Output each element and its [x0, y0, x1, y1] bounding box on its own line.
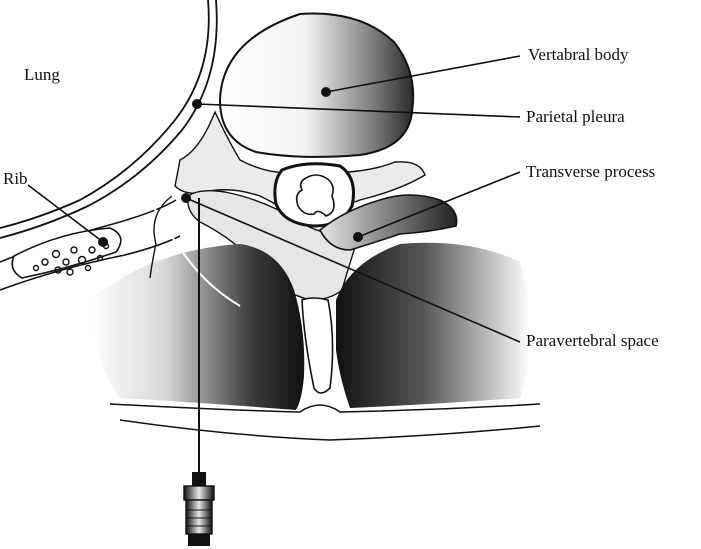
chest-wall-line-lower — [0, 235, 181, 291]
needle-hub — [183, 472, 215, 546]
pleura-inner-line — [0, 0, 218, 239]
paraspinal-muscle-left — [90, 244, 305, 410]
leader-rib — [27, 184, 104, 243]
label-vertebral-body: Vertabral body — [528, 45, 629, 64]
intercostal-curve — [153, 207, 241, 307]
pleura-outer-line — [0, 0, 210, 229]
dot-parietal-pleura — [192, 99, 202, 109]
paravertebral-fascia — [174, 110, 426, 219]
label-lung: Lung — [24, 65, 60, 84]
label-paravertebral-space: Paravertebral space — [526, 331, 659, 350]
leader-vertebral-body — [325, 55, 521, 93]
rib-shape — [11, 227, 122, 279]
leader-transverse-process — [357, 171, 521, 238]
label-rib: Rib — [3, 169, 28, 188]
rib-marrow-circles — [32, 242, 110, 276]
label-parietal-pleura: Parietal pleura — [526, 107, 625, 126]
skin-line-upper — [109, 403, 541, 413]
dot-transverse-process — [353, 232, 363, 242]
intercostal-curve-outline — [149, 195, 173, 279]
dot-rib — [98, 237, 108, 247]
dot-vertebral-body — [321, 87, 331, 97]
leader-parietal-pleura — [196, 103, 521, 118]
dot-paravertebral-space — [181, 193, 191, 203]
label-transverse-process: Transverse process — [526, 162, 655, 181]
skin-line-lower — [119, 419, 541, 441]
spinal-cord-shape — [295, 174, 335, 217]
leader-paravertebral-space — [185, 197, 521, 343]
paraspinal-muscle-right — [336, 242, 530, 408]
spinous-process-shape — [301, 297, 334, 394]
vertebral-body-shape — [218, 12, 415, 158]
